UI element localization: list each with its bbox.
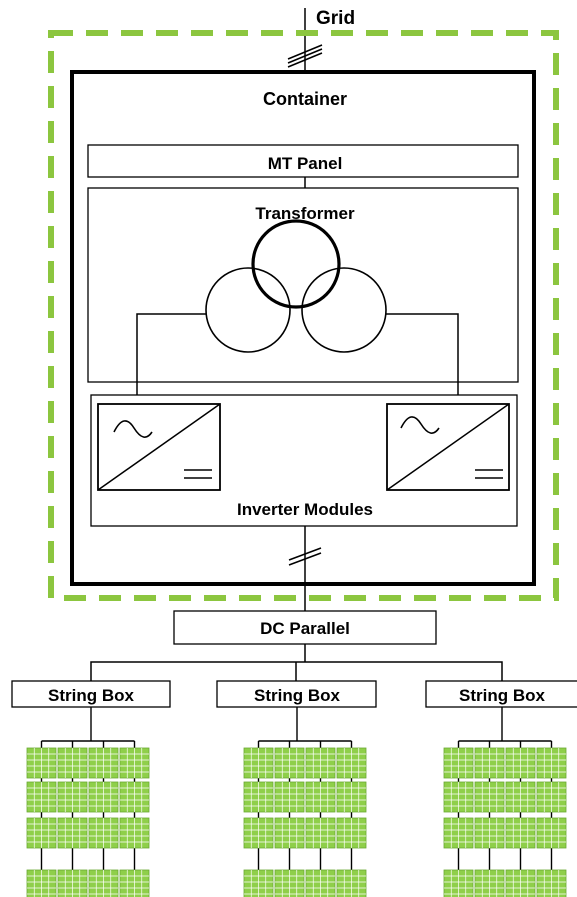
solar-panel-icon	[505, 869, 536, 897]
solar-panel-icon	[57, 817, 88, 849]
solar-panel-icon	[119, 781, 150, 813]
solar-panel-icon	[274, 781, 305, 813]
solar-panel-array-3	[443, 707, 567, 897]
solar-panel-icon	[88, 817, 119, 849]
solar-panel-array-2	[243, 707, 367, 897]
pv-arrays	[26, 707, 567, 897]
solar-panel-icon	[305, 747, 336, 779]
solar-panel-icon	[536, 781, 567, 813]
solar-panel-icon	[88, 781, 119, 813]
string-box-3	[425, 680, 577, 708]
solar-panel-icon	[536, 817, 567, 849]
solar-panel-icon	[536, 747, 567, 779]
solar-panel-icon	[88, 747, 119, 779]
solar-panel-icon	[443, 781, 474, 813]
solar-panel-icon	[305, 781, 336, 813]
dc-hash-marker	[288, 547, 322, 566]
solar-panel-icon	[57, 869, 88, 897]
solar-panel-icon	[243, 817, 274, 849]
three-phase-hash-grid	[287, 44, 323, 68]
solar-panel-icon	[505, 747, 536, 779]
transformer-label: Transformer	[255, 204, 355, 223]
dc-parallel-label: DC Parallel	[260, 619, 350, 638]
solar-panel-icon	[505, 817, 536, 849]
solar-panel-icon	[119, 747, 150, 779]
solar-panel-icon	[243, 869, 274, 897]
solar-panel-icon	[305, 869, 336, 897]
string-box-1-label: String Box	[48, 686, 134, 705]
solar-panel-icon	[57, 781, 88, 813]
dc-ac-inverter-icon	[97, 403, 221, 491]
solar-panel-array-1	[26, 707, 150, 897]
solar-panel-icon	[474, 817, 505, 849]
solar-panel-icon	[443, 747, 474, 779]
solar-panel-icon	[336, 869, 367, 897]
solar-panel-icon	[243, 781, 274, 813]
solar-panel-icon	[26, 869, 57, 897]
solar-panel-icon	[474, 747, 505, 779]
plant-boundary	[48, 30, 559, 601]
string-box-2	[216, 680, 377, 708]
string-box-3-label: String Box	[459, 686, 545, 705]
dc-parallel-box	[173, 610, 437, 645]
mt-panel-box	[87, 144, 519, 178]
solar-panel-icon	[119, 869, 150, 897]
solar-panel-icon	[26, 781, 57, 813]
solar-panel-icon	[443, 869, 474, 897]
solar-panel-icon	[26, 817, 57, 849]
solar-panel-icon	[119, 817, 150, 849]
solar-panel-icon	[336, 817, 367, 849]
solar-panel-icon	[88, 869, 119, 897]
string-box-1	[11, 680, 171, 708]
solar-panel-icon	[474, 869, 505, 897]
solar-panel-icon	[505, 781, 536, 813]
solar-panel-icon	[336, 747, 367, 779]
inverter-modules-label: Inverter Modules	[237, 500, 373, 519]
solar-panel-icon	[243, 747, 274, 779]
solar-panel-icon	[274, 817, 305, 849]
solar-panel-icon	[536, 869, 567, 897]
string-box-2-label: String Box	[254, 686, 340, 705]
three-winding-transformer-icon	[136, 219, 459, 395]
grid-label: Grid	[316, 8, 355, 29]
solar-panel-icon	[305, 817, 336, 849]
solar-panel-icon	[474, 781, 505, 813]
mt-panel-label: MT Panel	[268, 154, 343, 173]
solar-panel-icon	[26, 747, 57, 779]
solar-panel-icon	[57, 747, 88, 779]
dc-ac-inverter-icon	[386, 403, 510, 491]
solar-panel-icon	[274, 747, 305, 779]
solar-panel-icon	[274, 869, 305, 897]
solar-panel-icon	[336, 781, 367, 813]
container-label: Container	[263, 89, 347, 109]
solar-panel-icon	[443, 817, 474, 849]
